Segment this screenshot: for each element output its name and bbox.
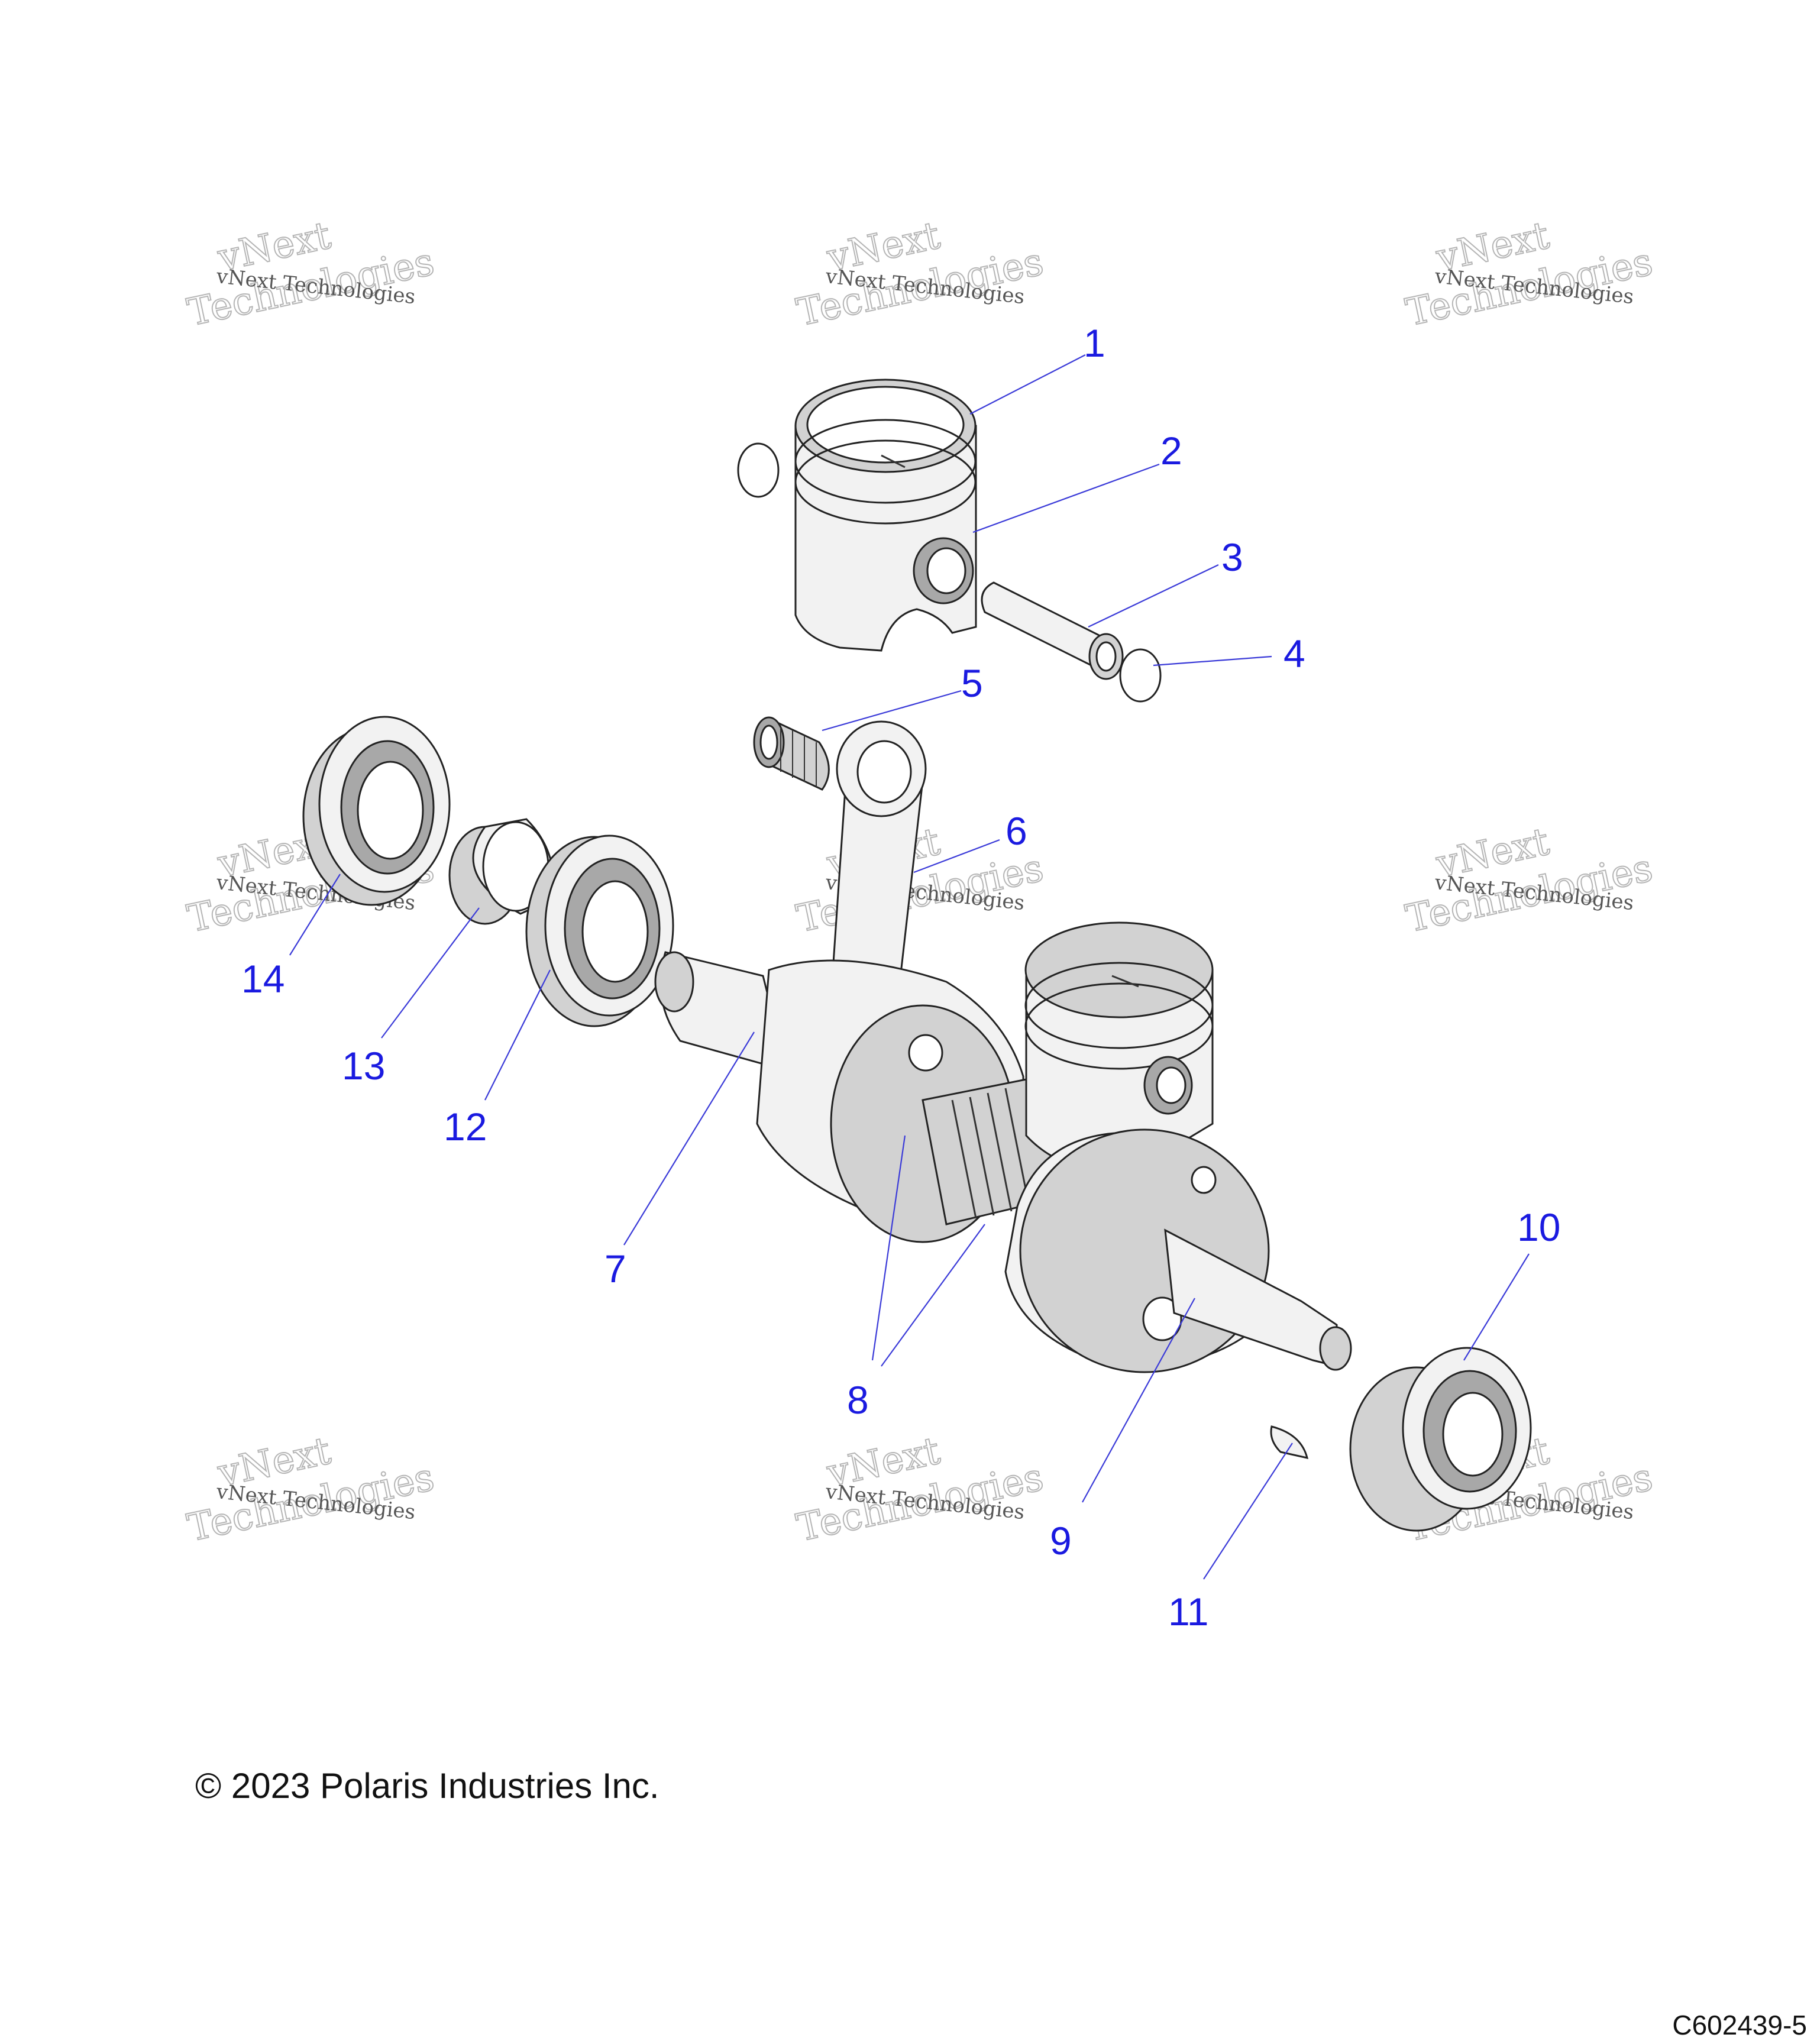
callout-4: 4 [1283,632,1305,675]
main-bearing-seal [525,835,674,1027]
leader-line [1082,1298,1195,1503]
leader-line [1203,1443,1293,1580]
leader-line [871,1135,906,1361]
callout-8: 8 [847,1378,869,1422]
wrist-pin [981,581,1124,680]
figure-id: C602439-5 [1672,2010,1807,2040]
watermark: vNext Technologies [793,213,1048,335]
leader-line [822,690,962,732]
watermark: vNext Technologies [183,213,439,335]
copyright-notice: © 2023 Polaris Industries Inc. [195,1766,659,1806]
main-bearing-outer [302,716,451,906]
watermark: vNext Technologies [1402,213,1657,335]
leader-line [1153,655,1272,667]
callout-9: 9 [1050,1519,1072,1563]
callout-7: 7 [604,1247,626,1291]
leader-line [913,839,1000,874]
watermark: vNext Technologies [1402,819,1657,942]
snap-ring-left [737,442,780,498]
snap-ring-right [1119,648,1162,703]
callout-14: 14 [241,957,284,1001]
main-bearing-right [1349,1347,1532,1532]
leader-line [881,1224,985,1367]
leader-line [1463,1253,1530,1361]
needle-bearing [753,716,830,791]
leader-line [289,874,341,956]
watermark: vNext Technologies [793,1428,1048,1551]
piston-top [794,379,977,652]
woodruff-key [1270,1425,1309,1459]
callout-1: 1 [1084,321,1105,365]
callout-10: 10 [1517,1205,1560,1249]
leader-line [484,969,551,1101]
watermark: vNext Technologies [183,1428,439,1551]
leader-line [623,1031,755,1246]
callout-12: 12 [444,1105,487,1149]
piston-lower [1024,921,1214,1178]
callout-2: 2 [1160,429,1182,473]
leader-lines [289,354,1530,1580]
leader-line [972,463,1160,533]
callout-13: 13 [342,1044,385,1088]
leader-line [1088,564,1219,628]
callout-11: 11 [1168,1590,1209,1634]
callout-5: 5 [961,661,983,705]
leader-line [969,354,1086,415]
callout-6: 6 [1006,809,1027,853]
leader-line [381,907,480,1039]
crankshaft-right [1004,1128,1352,1373]
callout-labels: 1 2 3 4 5 6 7 8 9 10 11 12 13 14 [241,321,1560,1634]
callout-3: 3 [1221,535,1243,579]
